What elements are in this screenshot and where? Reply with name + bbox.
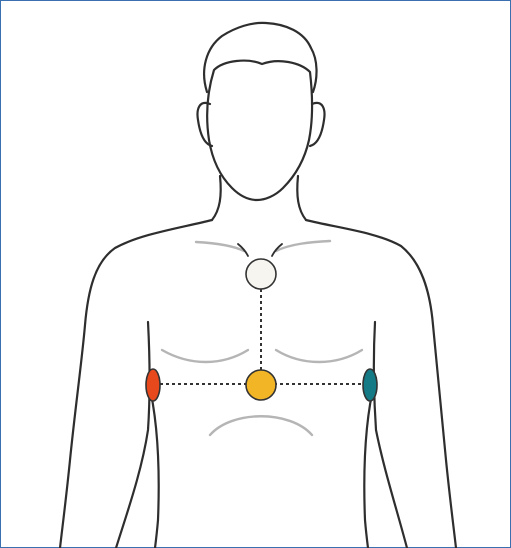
upper-chest-electrode-icon — [246, 259, 276, 289]
face-outline — [207, 61, 312, 200]
neck-left-outline — [212, 176, 221, 220]
left-armpit-outline — [116, 322, 150, 548]
left-collarbone-shade — [196, 242, 244, 251]
right-collarbone-shade — [276, 241, 330, 251]
head-hair-outline — [204, 23, 316, 92]
left-side-electrode-icon — [363, 369, 377, 401]
left-shoulder-arm-outline — [60, 220, 212, 548]
right-torso-side-outline — [364, 380, 375, 548]
center-chest-electrode-icon — [246, 370, 276, 400]
neck-right-outline — [297, 176, 306, 220]
neck-notch-marks — [238, 244, 282, 256]
abdomen-arc-shade — [210, 416, 312, 435]
electrodes — [146, 259, 377, 401]
left-pectoral-shade — [162, 350, 248, 362]
right-side-electrode-icon — [146, 369, 160, 401]
right-armpit-outline — [374, 322, 407, 548]
right-pectoral-shade — [276, 350, 362, 362]
